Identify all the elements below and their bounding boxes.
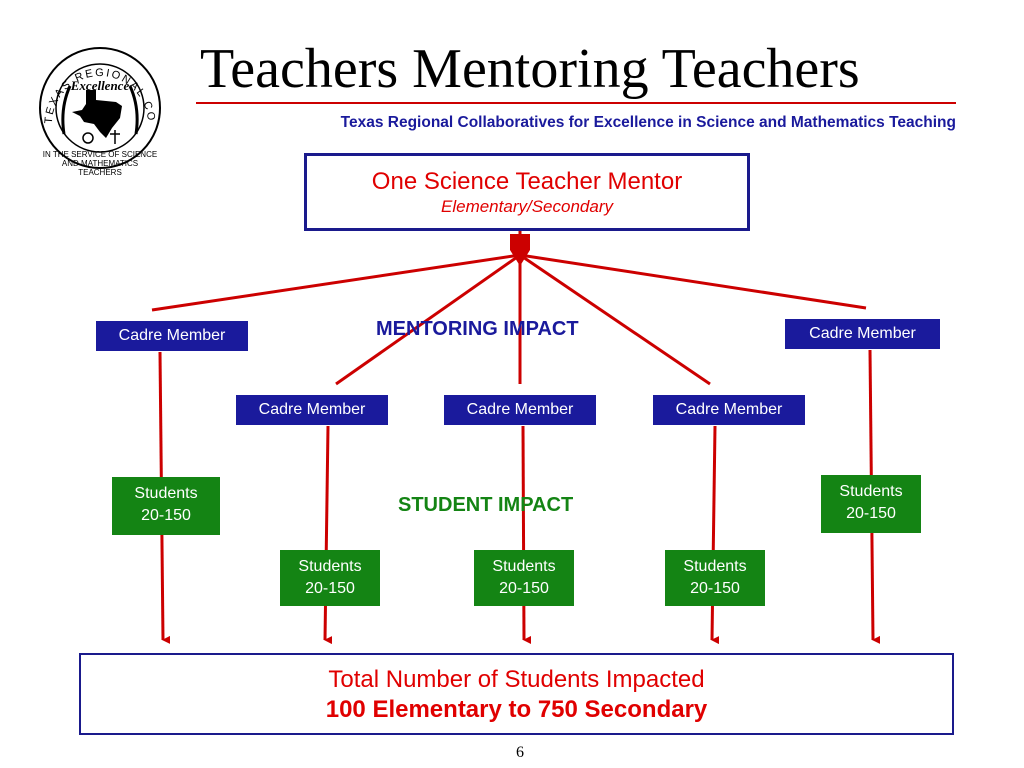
cadre-arrow-line (710, 425, 720, 645)
cadre-member-box: Cadre Member (785, 319, 940, 349)
page-number: 6 (516, 744, 524, 761)
students-box: Students 20-150 (821, 475, 921, 533)
cadre-arrow-line (323, 425, 333, 645)
mentoring-impact-label: MENTORING IMPACT (376, 318, 579, 340)
cadre-member-label: Cadre Member (258, 401, 366, 418)
students-range: 20-150 (141, 507, 191, 524)
cadre-member-label: Cadre Member (675, 401, 783, 418)
students-box: Students 20-150 (474, 550, 574, 606)
mentor-title: One Science Teacher Mentor (371, 168, 683, 195)
students-range: 20-150 (846, 505, 896, 522)
student-impact-label: STUDENT IMPACT (398, 494, 574, 516)
total-students-box: Total Number of Students Impacted 100 El… (79, 653, 954, 735)
cadre-member-label: Cadre Member (466, 401, 574, 418)
page-subtitle: Texas Regional Collaboratives for Excell… (340, 114, 956, 131)
logo-center-text: Excellence (70, 78, 130, 93)
cadre-member-label: Cadre Member (809, 325, 916, 342)
mentor-link-line (335, 253, 521, 386)
logo-caption-line: IN THE SERVICE OF SCIENCE (42, 150, 158, 159)
cadre-arrow-line (521, 425, 532, 644)
total-subtitle: 100 Elementary to 750 Secondary (325, 696, 708, 723)
students-box: Students 20-150 (665, 550, 765, 606)
students-label: Students (134, 485, 198, 502)
cadre-member-box: Cadre Member (653, 395, 805, 425)
texas-state-icon (72, 90, 122, 138)
students-box: Students 20-150 (112, 477, 220, 535)
cadre-member-box: Cadre Member (236, 395, 388, 425)
students-label: Students (492, 558, 556, 575)
page-title: Teachers Mentoring Teachers (200, 38, 860, 100)
cadre-member-box: Cadre Member (444, 395, 596, 425)
students-label: Students (683, 558, 747, 575)
students-label: Students (298, 558, 362, 575)
mentor-link-line (151, 253, 521, 312)
mentor-subtitle: Elementary/Secondary (441, 197, 613, 216)
total-title: Total Number of Students Impacted (328, 666, 705, 693)
mentor-link-line (519, 253, 867, 310)
logo-caption: IN THE SERVICE OF SCIENCE AND MATHEMATIC… (40, 150, 160, 177)
students-range: 20-150 (305, 580, 355, 597)
mentor-hub-arrowhead (510, 234, 530, 266)
students-box: Students 20-150 (280, 550, 380, 606)
students-range: 20-150 (499, 580, 549, 597)
texas-collaboratives-logo: TEXAS REGIONAL COLLABORATIVES Excellence (30, 38, 161, 169)
cadre-member-label: Cadre Member (118, 327, 226, 344)
cadre-member-box: Cadre Member (96, 321, 248, 351)
students-label: Students (839, 483, 903, 500)
mentor-link-line (519, 253, 711, 386)
students-range: 20-150 (690, 580, 740, 597)
mentor-box: One Science Teacher Mentor Elementary/Se… (304, 153, 750, 231)
title-divider (196, 102, 956, 104)
logo-caption-line: AND MATHEMATICS TEACHERS (61, 159, 139, 177)
